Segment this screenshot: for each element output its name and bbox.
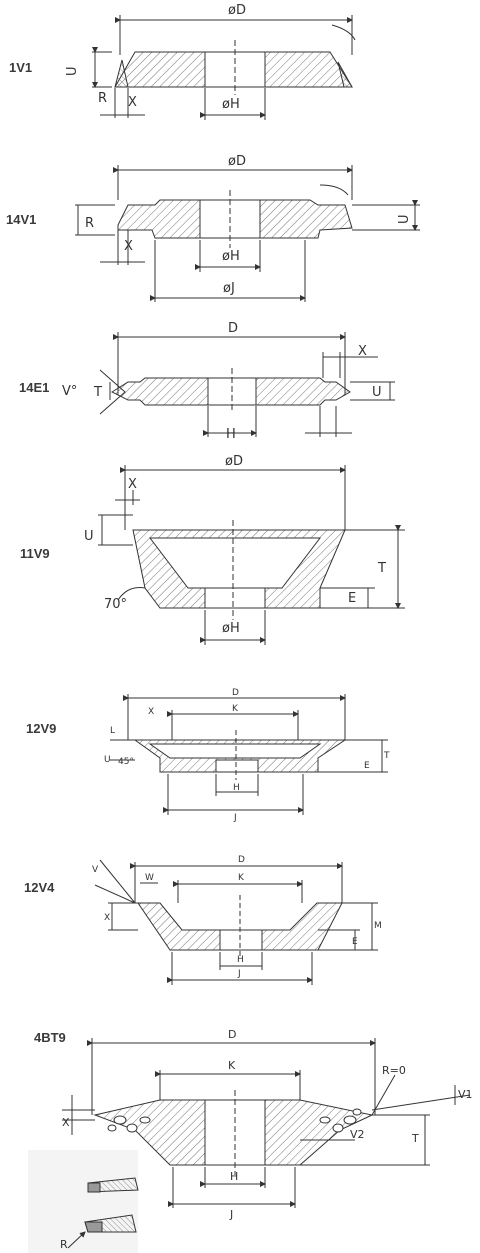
label-14e1-u: U: [372, 385, 382, 400]
label-14v1-u: U: [397, 214, 412, 224]
label-11v9-t: T: [377, 561, 386, 576]
label-4bt9-x: X: [62, 1116, 70, 1129]
label-12v9-u: U: [104, 755, 111, 765]
label-12v4-d: D: [238, 855, 245, 865]
drawing-12v9: [110, 694, 388, 815]
label-1v1-h: øH: [222, 97, 240, 112]
label-14v1-r: R: [85, 216, 94, 231]
label-11v9-u: U: [84, 529, 94, 544]
label-11v9-e: E: [348, 591, 356, 606]
label-12v4-e: E: [352, 937, 358, 947]
label-1v1-d: øD: [228, 3, 246, 18]
code-11v9: 11V9: [20, 546, 50, 561]
label-4bt9-j: J: [229, 1208, 233, 1221]
label-12v9-angle: 45°: [118, 757, 134, 767]
drawing-11v9: [98, 465, 405, 645]
label-12v9-e: E: [364, 761, 370, 771]
label-14e1-x: X: [358, 344, 367, 359]
drawing-1v1: [92, 15, 356, 120]
label-14e1-v: V°: [62, 384, 77, 399]
code-14v1: 14V1: [6, 212, 37, 227]
label-11v9-h: øH: [222, 621, 240, 636]
label-12v4-x: X: [104, 913, 110, 923]
label-12v9-x: X: [148, 707, 154, 717]
code-12v4: 12V4: [24, 880, 55, 895]
label-14e1-d: D: [228, 321, 238, 336]
drawing-4bt9: [62, 1038, 471, 1208]
label-4bt9-v1: V1: [458, 1088, 473, 1101]
label-14v1-d: øD: [228, 154, 246, 169]
label-1v1-u: U: [65, 66, 80, 76]
label-12v9-k: K: [232, 704, 239, 714]
label-14v1-h: øH: [222, 249, 240, 264]
label-14e1-t: T: [93, 385, 102, 400]
label-12v4-v: V: [92, 865, 99, 875]
label-11v9-d: øD: [225, 454, 243, 469]
code-12v9: 12V9: [26, 721, 57, 736]
label-12v4-h: H: [237, 955, 244, 965]
label-12v4-m: M: [374, 921, 382, 931]
label-11v9-x: X: [128, 477, 137, 492]
label-12v4-j: J: [237, 969, 241, 979]
label-12v4-w: W: [145, 873, 154, 883]
label-4bt9-r0: R=0: [382, 1064, 406, 1077]
code-14e1: 14E1: [19, 380, 50, 395]
label-12v9-l: L: [110, 726, 115, 736]
label-14e1-h: H: [226, 427, 236, 442]
label-4bt9-v2: V2: [350, 1128, 365, 1141]
label-12v9-t: T: [383, 751, 390, 761]
inset-segments: [28, 1150, 139, 1253]
label-12v9-j: J: [233, 813, 237, 823]
label-14v1-j: øJ: [223, 281, 235, 296]
label-12v4-k: K: [238, 873, 245, 883]
code-1v1: 1V1: [9, 60, 33, 75]
drawing-12v4: [94, 859, 378, 985]
code-4bt9: 4BT9: [34, 1030, 66, 1045]
label-1v1-r: R: [98, 91, 107, 106]
label-4bt9-d: D: [228, 1028, 236, 1041]
label-4bt9-h: H: [230, 1170, 238, 1183]
drawing-14v1: [75, 165, 420, 302]
label-4bt9-k: K: [228, 1059, 236, 1072]
label-1v1-x: X: [128, 95, 137, 110]
drawing-14e1: [99, 332, 395, 437]
label-4bt9-r: R: [60, 1238, 68, 1251]
label-14v1-x: X: [124, 239, 133, 254]
label-12v9-h: H: [233, 783, 240, 793]
label-12v9-d: D: [232, 688, 239, 698]
label-4bt9-t: T: [411, 1132, 419, 1145]
label-11v9-angle: 70°: [104, 597, 127, 612]
